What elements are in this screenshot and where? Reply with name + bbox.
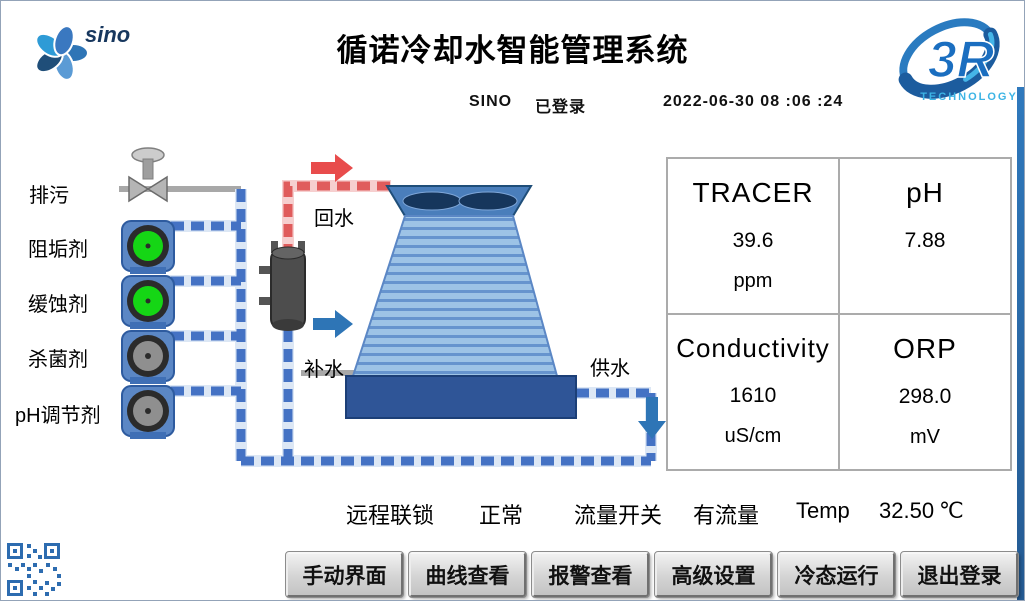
conductivity-value: 1610 bbox=[729, 384, 777, 407]
remote-interlock-value: 正常 bbox=[479, 503, 524, 528]
sino-pinwheel-icon bbox=[35, 25, 89, 81]
tracer-value: 39.6 bbox=[732, 229, 774, 252]
manual-screen-button[interactable]: 手动界面 bbox=[285, 551, 404, 598]
measurement-orp: ORP 298.0 mV bbox=[839, 314, 1011, 470]
conductivity-unit: uS/cm bbox=[724, 425, 782, 447]
ph-value: 7.88 bbox=[904, 229, 946, 252]
sino-logo: sino bbox=[35, 22, 130, 81]
fan-blade-icon bbox=[402, 191, 462, 211]
label-scale-inhibitor: 阻垢剂 bbox=[28, 239, 88, 261]
cooling-water-piping bbox=[151, 189, 657, 467]
pump-scale-inhibitor[interactable] bbox=[121, 220, 175, 274]
measurements-panel: TRACER 39.6 ppm pH 7.88 Conductivity 161… bbox=[666, 157, 1012, 471]
tracer-unit: ppm bbox=[733, 270, 773, 292]
return-flow-arrow-icon bbox=[311, 154, 353, 182]
cooling-tower bbox=[345, 185, 577, 419]
3r-logo-text: 3R bbox=[928, 31, 995, 89]
process-diagram bbox=[119, 147, 666, 467]
ph-label: pH bbox=[906, 177, 944, 208]
side-stream-filter bbox=[259, 241, 306, 331]
curve-view-button[interactable]: 曲线查看 bbox=[408, 551, 527, 598]
label-makeup-water: 补水 bbox=[304, 359, 344, 381]
orp-unit: mV bbox=[910, 426, 940, 448]
3r-swirl-icon bbox=[898, 18, 1000, 99]
temp-value: 32.50 bbox=[879, 498, 935, 523]
qr-code-icon bbox=[5, 541, 62, 598]
logout-button[interactable]: 退出登录 bbox=[900, 551, 1019, 598]
tower-basin bbox=[345, 375, 577, 419]
3r-logo: 3R TECHNOLOGY bbox=[898, 18, 1018, 103]
datetime: 2022-06-30 08 :06 :24 bbox=[663, 93, 844, 110]
label-return-water: 回水 bbox=[314, 208, 354, 230]
label-corrosion-inhibitor: 缓蚀剂 bbox=[28, 294, 88, 316]
3r-logo-subtext: TECHNOLOGY bbox=[920, 91, 1018, 103]
temp-label: Temp bbox=[796, 498, 850, 523]
pump-ph-adjuster[interactable] bbox=[121, 385, 175, 439]
remote-interlock-label: 远程联锁 bbox=[346, 503, 435, 528]
fan-blade-icon bbox=[458, 191, 518, 211]
label-biocide: 杀菌剂 bbox=[28, 349, 88, 371]
makeup-flow-arrow-icon bbox=[313, 310, 353, 338]
measurement-conductivity: Conductivity 1610 uS/cm bbox=[667, 314, 839, 470]
page-title: 循诺冷却水智能管理系统 bbox=[336, 33, 689, 68]
supply-flow-arrow-icon bbox=[638, 397, 666, 439]
flow-switch-label: 流量开关 bbox=[574, 503, 663, 528]
session-user: SINO bbox=[469, 93, 513, 110]
orp-value: 298.0 bbox=[898, 385, 952, 408]
pump-biocide[interactable] bbox=[121, 330, 175, 384]
cold-run-button[interactable]: 冷态运行 bbox=[777, 551, 896, 598]
return-water-piping bbox=[282, 180, 391, 257]
tower-body bbox=[351, 215, 559, 377]
label-drain: 排污 bbox=[29, 185, 69, 207]
login-status: 已登录 bbox=[535, 99, 587, 116]
flow-switch-value: 有流量 bbox=[693, 503, 760, 528]
label-supply-water: 供水 bbox=[590, 358, 630, 380]
orp-label: ORP bbox=[893, 333, 957, 364]
pump-corrosion-inhibitor[interactable] bbox=[121, 275, 175, 329]
alarm-view-button[interactable]: 报警查看 bbox=[531, 551, 650, 598]
measurement-ph: pH 7.88 bbox=[839, 158, 1011, 314]
sino-logo-text: sino bbox=[85, 22, 130, 47]
measurement-tracer: TRACER 39.6 ppm bbox=[667, 158, 839, 314]
label-ph-adjuster: pH调节剂 bbox=[15, 405, 101, 427]
temp-unit: ℃ bbox=[939, 498, 964, 523]
right-edge-bar bbox=[1017, 87, 1024, 600]
drain-valve[interactable] bbox=[128, 147, 168, 203]
conductivity-label: Conductivity bbox=[676, 333, 830, 363]
tracer-label: TRACER bbox=[692, 177, 814, 208]
advanced-settings-button[interactable]: 高级设置 bbox=[654, 551, 773, 598]
